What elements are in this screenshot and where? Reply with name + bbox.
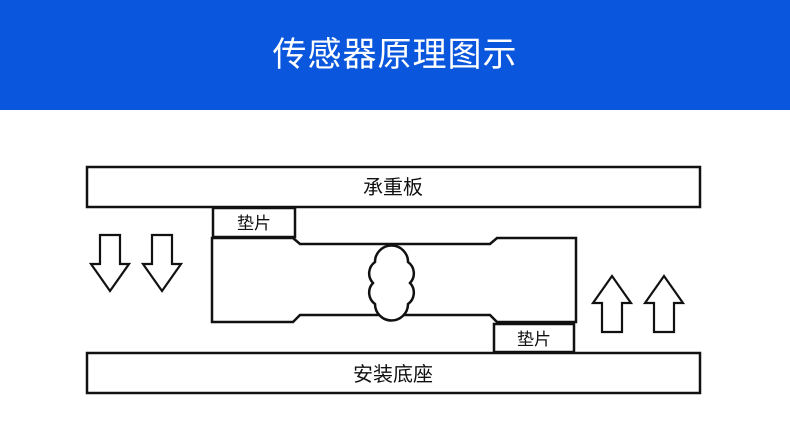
up-arrow-icon bbox=[590, 274, 634, 334]
mounting-base-label: 安装底座 bbox=[353, 362, 433, 386]
page-title: 传感器原理图示 bbox=[272, 34, 518, 75]
top-pad: 垫片 bbox=[211, 206, 297, 239]
up-arrow-icon bbox=[642, 274, 686, 334]
bottom-pad: 垫片 bbox=[492, 322, 576, 354]
bottom-pad-label: 垫片 bbox=[517, 330, 551, 350]
top-pad-label: 垫片 bbox=[237, 214, 271, 234]
header-banner: 传感器原理图示 bbox=[0, 0, 790, 110]
top-plate-label: 承重板 bbox=[363, 175, 423, 199]
mounting-base: 安装底座 bbox=[85, 351, 702, 395]
down-arrow-icon bbox=[140, 233, 184, 293]
down-arrow-icon bbox=[88, 233, 132, 293]
strain-hole bbox=[367, 244, 416, 322]
top-plate: 承重板 bbox=[85, 165, 702, 209]
